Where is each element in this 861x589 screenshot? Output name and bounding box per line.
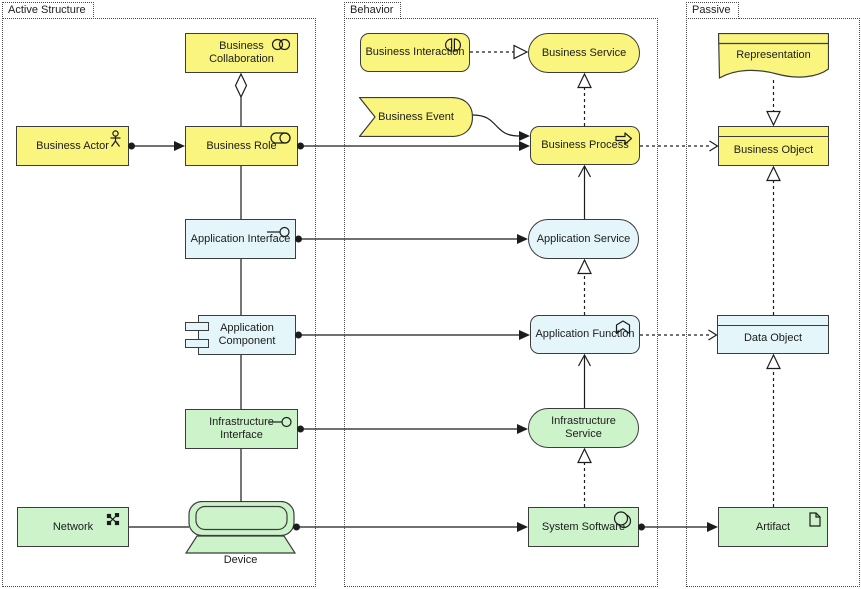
node-label: Infrastructure Interface: [209, 416, 274, 441]
node-business-role[interactable]: Business Role: [185, 126, 298, 166]
node-business-event[interactable]: Business Event: [359, 97, 473, 137]
node-artifact[interactable]: Artifact: [718, 507, 828, 547]
node-label: Application Interface: [190, 232, 291, 245]
node-label: Business Role: [206, 139, 277, 152]
node-data-object[interactable]: Data Object: [717, 315, 829, 354]
group-active-structure[interactable]: [2, 18, 316, 587]
node-label: Network: [52, 520, 94, 533]
event-shape: [359, 97, 473, 137]
node-label: Business Process: [541, 139, 629, 151]
node-label: Data Object: [743, 332, 803, 344]
component-tab-icon: [185, 322, 209, 331]
node-label: Application Function: [535, 328, 635, 340]
system-software-icon: [612, 511, 633, 529]
node-label: Business Object: [733, 143, 814, 156]
representation-shape: [718, 33, 829, 80]
group-behavior-label: Behavior: [344, 2, 402, 19]
node-application-service[interactable]: Application Service: [528, 219, 639, 259]
process-arrow-icon: [615, 132, 633, 145]
node-label: Infrastructure Service: [551, 415, 616, 440]
group-active-structure-label: Active Structure: [2, 2, 94, 19]
interface-lollipop-icon: [267, 226, 290, 238]
node-application-interface[interactable]: Application Interface: [185, 219, 296, 259]
node-business-service[interactable]: Business Service: [528, 33, 640, 73]
node-label: Artifact: [755, 520, 791, 533]
collaboration-icon: [271, 38, 291, 51]
node-infrastructure-service[interactable]: Infrastructure Service: [528, 408, 639, 448]
node-label: Application Component: [218, 322, 276, 347]
node-infrastructure-interface[interactable]: Infrastructure Interface: [185, 409, 298, 449]
node-business-actor[interactable]: Business Actor: [16, 126, 129, 166]
group-passive[interactable]: [686, 18, 860, 587]
node-application-function[interactable]: Application Function: [530, 315, 640, 354]
role-icon: [270, 132, 292, 144]
device-label: Device: [223, 554, 258, 566]
node-label: Business Interaction: [365, 46, 465, 58]
group-behavior[interactable]: [344, 18, 658, 587]
network-icon: [106, 513, 120, 526]
node-label: Representation: [736, 48, 811, 61]
node-network[interactable]: Network: [17, 507, 129, 547]
node-label: Business Actor: [36, 139, 109, 152]
node-label: Business Event: [378, 110, 454, 123]
group-passive-label: Passive: [686, 2, 739, 19]
object-header-line: [718, 316, 828, 326]
interaction-icon: [445, 38, 461, 52]
node-label: Business Collaboration: [209, 40, 274, 65]
node-device[interactable]: [185, 501, 296, 554]
node-business-object[interactable]: Business Object: [718, 126, 829, 166]
object-header-line: [719, 127, 828, 137]
artifact-document-icon: [809, 512, 821, 527]
node-application-component[interactable]: Application Component: [185, 315, 296, 355]
node-label: Application Service: [536, 232, 631, 245]
node-label: System Software: [541, 520, 626, 533]
component-tab-icon: [185, 339, 209, 348]
node-business-interaction[interactable]: Business Interaction: [360, 33, 470, 72]
actor-icon: [109, 130, 122, 148]
node-system-software[interactable]: System Software: [528, 507, 639, 547]
node-business-collaboration[interactable]: Business Collaboration: [185, 33, 298, 73]
interface-lollipop-icon: [269, 416, 292, 428]
function-chevron-icon: [615, 320, 631, 335]
node-representation[interactable]: Representation: [718, 33, 829, 81]
node-label: Business Service: [541, 46, 627, 59]
device-shape: [185, 501, 296, 554]
node-business-process[interactable]: Business Process: [530, 126, 640, 165]
